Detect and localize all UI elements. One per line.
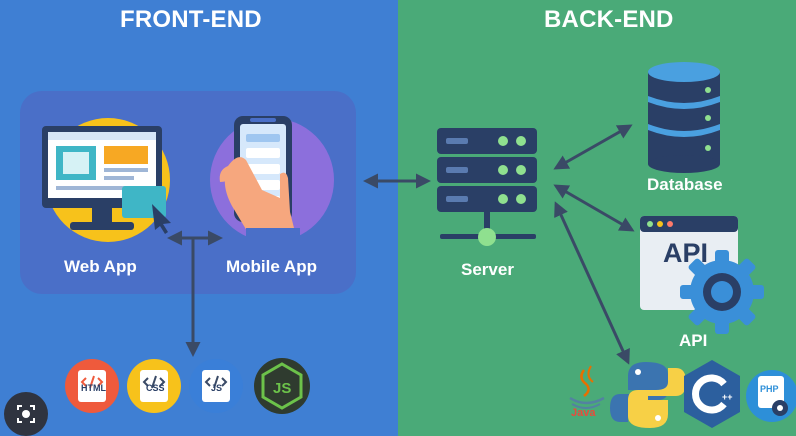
arrow-server-languages bbox=[554, 201, 630, 365]
php-logo-icon bbox=[746, 370, 796, 422]
database-label: Database bbox=[647, 175, 723, 194]
arrow-server-database bbox=[553, 124, 633, 170]
backend-title: BACK-END bbox=[544, 6, 674, 33]
js-badge-text: JS bbox=[211, 383, 222, 393]
python-logo-icon bbox=[610, 362, 686, 428]
nodejs-logo-icon bbox=[254, 358, 310, 414]
js-logo-icon bbox=[189, 359, 243, 413]
cpp-logo-icon bbox=[684, 360, 740, 428]
api-label: API bbox=[679, 331, 708, 350]
nodejs-badge-text: JS bbox=[273, 380, 291, 397]
arrow-server-api bbox=[553, 184, 635, 232]
cpp-label: ++ bbox=[722, 392, 733, 402]
server-rack-icon bbox=[437, 128, 537, 246]
frontend-title: FRONT-END bbox=[120, 6, 262, 33]
web-app-label: Web App bbox=[64, 257, 137, 276]
server-label: Server bbox=[461, 260, 514, 279]
lens-search-button[interactable] bbox=[4, 392, 48, 436]
html-badge-text: HTML bbox=[81, 383, 106, 393]
lens-search-icon bbox=[17, 405, 35, 423]
html-logo-icon bbox=[65, 359, 119, 413]
java-logo-icon bbox=[569, 365, 605, 409]
css-logo-icon bbox=[127, 359, 181, 413]
java-label: Java bbox=[571, 407, 596, 419]
css-badge-text: CSS bbox=[146, 383, 165, 393]
mobile-app-label: Mobile App bbox=[226, 257, 317, 276]
api-window-text: API bbox=[663, 238, 708, 268]
database-icon bbox=[648, 62, 720, 173]
monitor-icon bbox=[42, 118, 171, 242]
php-label: PHP bbox=[760, 384, 779, 394]
phone-icon bbox=[210, 116, 334, 244]
api-gear-icon bbox=[640, 216, 764, 334]
